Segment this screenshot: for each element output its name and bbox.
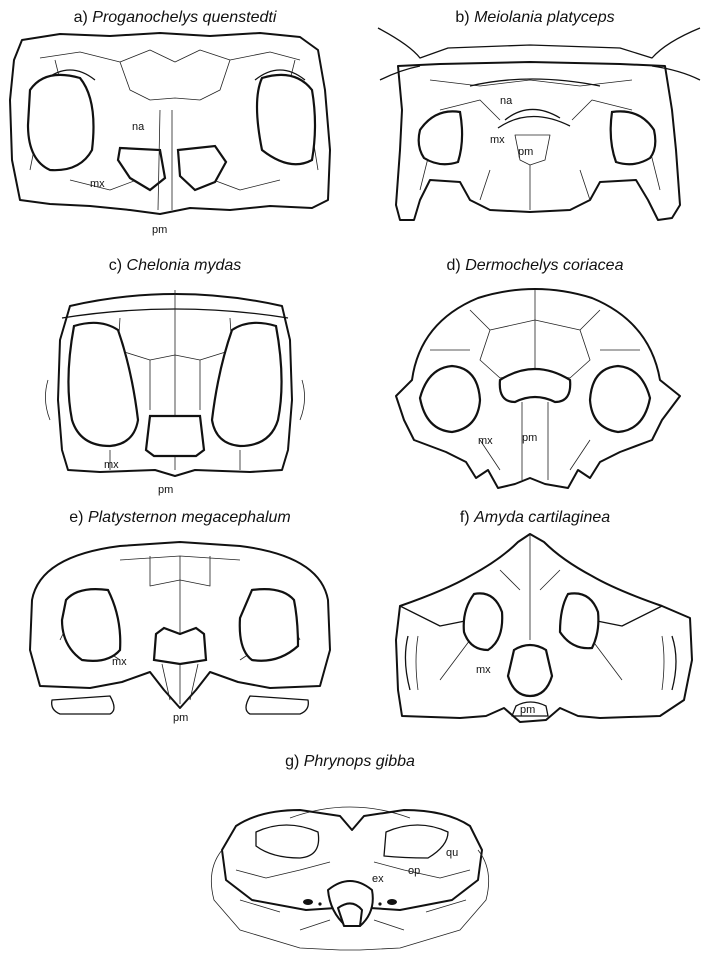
panel-a-label-na: na [132, 121, 145, 133]
panel-b-label-mx: mx [490, 134, 505, 146]
panel-d-skull-drawing: mx pm [396, 289, 680, 488]
panel-f-label-pm: pm [520, 704, 535, 716]
panel-a-skull-drawing: na mx pm [10, 33, 330, 236]
panel-d-label-mx: mx [478, 435, 493, 447]
panel-c-label-mx: mx [104, 459, 119, 471]
panel-e-label-mx: mx [112, 656, 127, 668]
panel-c-label-pm: pm [158, 484, 173, 496]
panel-e-label-pm: pm [173, 712, 188, 724]
panel-a-caption: a) Proganochelys quenstedti [74, 9, 277, 26]
panel-g-label-op: op [408, 865, 420, 877]
panel-a-label-mx: mx [90, 178, 105, 190]
panel-b-label-pm: pm [518, 146, 533, 158]
panel-f-skull-drawing: mx pm [396, 534, 692, 722]
panel-c: c) Chelonia mydas mx pm [45, 257, 304, 496]
panel-g-caption: g) Phrynops gibba [285, 753, 415, 770]
panel-e-skull-drawing: mx pm [30, 542, 330, 724]
panel-a-label-pm: pm [152, 224, 167, 236]
panel-b-caption: b) Meiolania platyceps [455, 9, 614, 26]
panel-b-skull-drawing: na mx pm [378, 28, 700, 220]
panel-g-skull-drawing: qu op ex [211, 807, 488, 950]
panel-c-skull-drawing: mx pm [45, 290, 304, 496]
panel-a: a) Proganochelys quenstedti na mx pm [10, 9, 330, 236]
panel-f-caption: f) Amyda cartilaginea [460, 509, 610, 526]
panel-d: d) Dermochelys coriacea mx pm [396, 257, 680, 488]
panel-b: b) Meiolania platyceps na mx pm [378, 9, 700, 220]
panel-g-label-qu: qu [446, 847, 458, 859]
panel-b-label-na: na [500, 95, 513, 107]
panel-c-caption: c) Chelonia mydas [109, 257, 242, 274]
panel-e: e) Platysternon megacephalum mx pm [30, 509, 330, 724]
panel-g-label-ex: ex [372, 873, 384, 885]
panel-f-label-mx: mx [476, 664, 491, 676]
panel-d-label-pm: pm [522, 432, 537, 444]
panel-g: g) Phrynops gibba qu op ex [211, 753, 488, 950]
panel-d-caption: d) Dermochelys coriacea [447, 257, 624, 274]
panel-f: f) Amyda cartilaginea mx pm [396, 509, 692, 722]
panel-e-caption: e) Platysternon megacephalum [69, 509, 290, 526]
